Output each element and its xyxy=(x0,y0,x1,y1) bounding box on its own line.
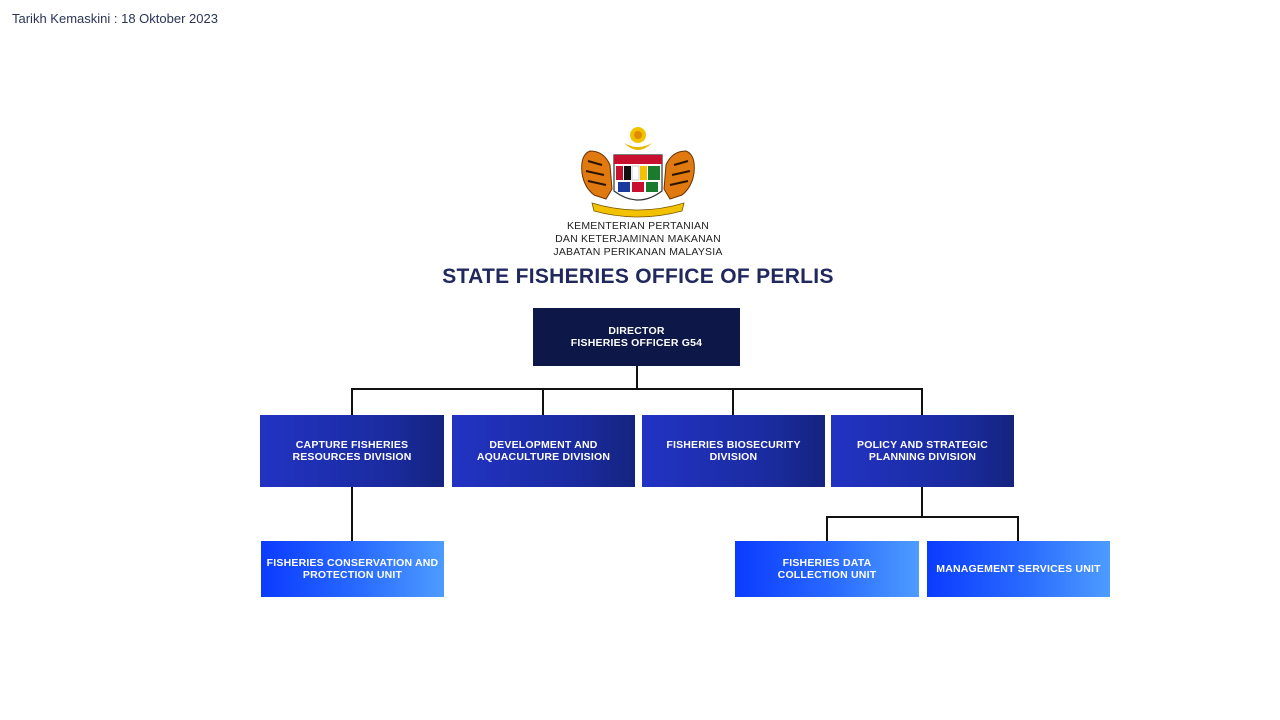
division-label: POLICY AND STRATEGIC xyxy=(857,439,988,451)
unit-management-services: MANAGEMENT SERVICES UNIT xyxy=(927,541,1110,597)
unit-label: FISHERIES CONSERVATION AND xyxy=(266,557,439,569)
chart-title: STATE FISHERIES OFFICE OF PERLIS xyxy=(442,265,834,288)
division-development-aquaculture: DEVELOPMENT AND AQUACULTURE DIVISION xyxy=(452,415,635,487)
agency-name-line-3: JABATAN PERIKANAN MALAYSIA xyxy=(553,246,723,258)
unit-label: MANAGEMENT SERVICES UNIT xyxy=(936,563,1101,575)
director-title: DIRECTOR xyxy=(608,325,665,337)
director-grade: FISHERIES OFFICER G54 xyxy=(570,337,703,349)
unit-label: PROTECTION UNIT xyxy=(302,569,403,581)
division-capture-fisheries: CAPTURE FISHERIES RESOURCES DIVISION xyxy=(260,415,444,487)
agency-name-line-2: DAN KETERJAMINAN MAKANAN xyxy=(555,233,721,245)
division-label: RESOURCES DIVISION xyxy=(292,451,412,463)
director-box: DIRECTOR FISHERIES OFFICER G54 xyxy=(533,308,740,366)
division-fisheries-biosecurity: FISHERIES BIOSECURITY DIVISION xyxy=(642,415,825,487)
division-policy-strategic-planning: POLICY AND STRATEGIC PLANNING DIVISION xyxy=(831,415,1014,487)
division-label: PLANNING DIVISION xyxy=(868,451,977,463)
division-label: DIVISION xyxy=(709,451,758,463)
division-label: DEVELOPMENT AND xyxy=(489,439,598,451)
malaysia-coat-of-arms-icon xyxy=(581,127,695,218)
unit-label: COLLECTION UNIT xyxy=(777,569,877,581)
last-updated-text: Tarikh Kemaskini : 18 Oktober 2023 xyxy=(12,11,218,26)
agency-name-line-1: KEMENTERIAN PERTANIAN xyxy=(566,220,710,232)
unit-fisheries-data-collection: FISHERIES DATA COLLECTION UNIT xyxy=(735,541,919,597)
division-label: CAPTURE FISHERIES xyxy=(295,439,409,451)
unit-fisheries-conservation-protection: FISHERIES CONSERVATION AND PROTECTION UN… xyxy=(261,541,444,597)
division-label: FISHERIES BIOSECURITY xyxy=(666,439,801,451)
unit-label: FISHERIES DATA xyxy=(782,557,872,569)
division-label: AQUACULTURE DIVISION xyxy=(476,451,611,463)
